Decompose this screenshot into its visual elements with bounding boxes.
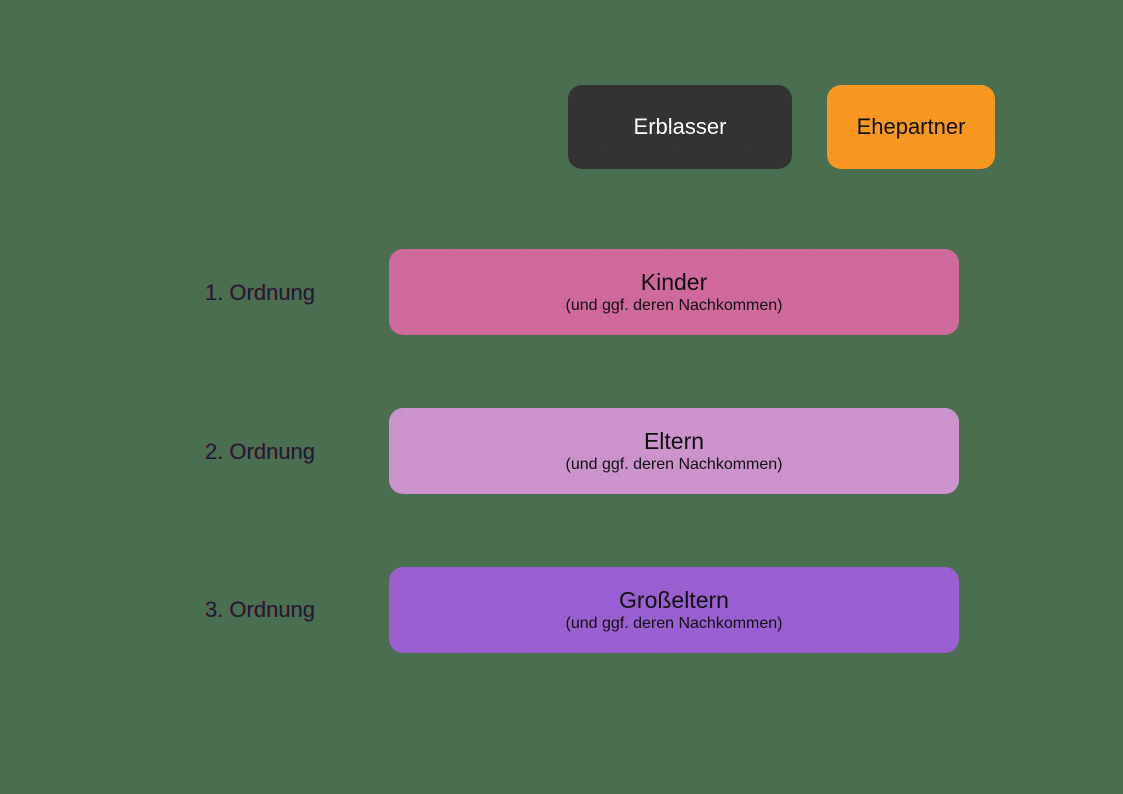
node-eltern-title: Eltern	[643, 427, 705, 454]
node-erblasser[interactable]: Erblasser	[568, 85, 792, 169]
node-kinder-title: Kinder	[640, 268, 708, 295]
order-label-1: 1. Ordnung	[204, 280, 316, 305]
node-kinder-subtitle: (und ggf. deren Nachkommen)	[565, 296, 783, 314]
node-erblasser-label: Erblasser	[633, 114, 727, 140]
node-grosseltern-title: Großeltern	[619, 586, 729, 613]
node-ehepartner[interactable]: Ehepartner	[827, 85, 995, 169]
node-ehepartner-label: Ehepartner	[856, 114, 966, 140]
node-grosseltern[interactable]: Großeltern (und ggf. deren Nachkommen)	[389, 567, 959, 653]
order-label-2: 2. Ordnung	[204, 439, 316, 464]
node-grosseltern-subtitle: (und ggf. deren Nachkommen)	[565, 614, 783, 632]
order-label-3: 3. Ordnung	[204, 597, 316, 622]
node-eltern-subtitle: (und ggf. deren Nachkommen)	[565, 455, 783, 473]
node-kinder[interactable]: Kinder (und ggf. deren Nachkommen)	[389, 249, 959, 335]
node-eltern[interactable]: Eltern (und ggf. deren Nachkommen)	[389, 408, 959, 494]
